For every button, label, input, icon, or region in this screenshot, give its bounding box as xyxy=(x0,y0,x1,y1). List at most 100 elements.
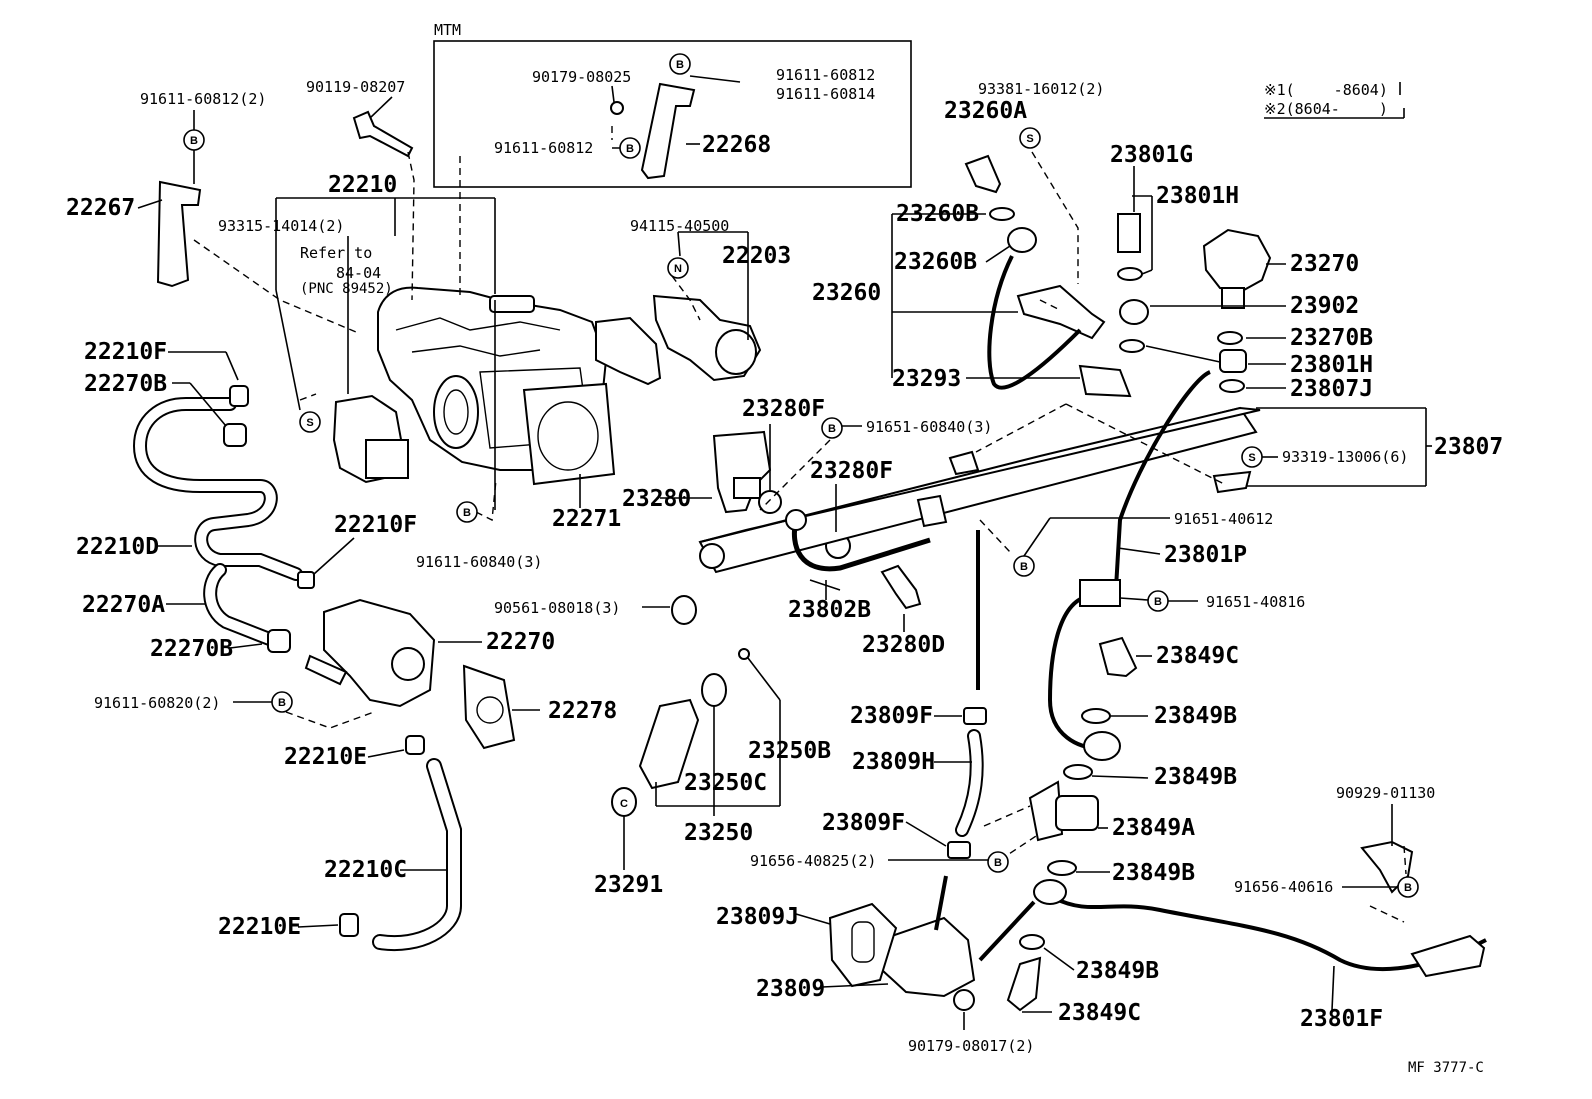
rail-bracket-3 xyxy=(1212,470,1252,494)
label-23809f-1: 23809F xyxy=(850,703,933,729)
marker-b-mtm-top: B xyxy=(669,53,691,75)
clamp-22210e-2 xyxy=(339,913,359,937)
label-22268: 22268 xyxy=(702,132,771,158)
label-23849b-1: 23849B xyxy=(1154,703,1237,729)
label-23260a: 23260A xyxy=(944,98,1027,124)
label-90179-08025: 90179-08025 xyxy=(532,68,631,86)
leader-lines xyxy=(137,75,1432,1030)
label-23280f-2: 23280F xyxy=(810,458,893,484)
gasket-23801h-top xyxy=(1117,267,1143,281)
delivery-pipe-23807-top xyxy=(699,406,1261,543)
union-23801f xyxy=(1033,879,1067,905)
marker-b-91656-40616: B xyxy=(1397,876,1419,898)
marker-b-label: B xyxy=(1154,596,1162,608)
label-23809j: 23809J xyxy=(716,904,799,930)
label-22271: 22271 xyxy=(552,506,621,532)
hose-23801f xyxy=(1053,896,1487,972)
marker-b-label: B xyxy=(1404,882,1412,894)
cold-start-injector-23260 xyxy=(1016,284,1106,340)
bracket-22268 xyxy=(640,82,696,180)
marker-b-91651-40816: B xyxy=(1147,590,1169,612)
marker-b-mtm-mid: B xyxy=(619,137,641,159)
label-23280d: 23280D xyxy=(862,632,945,658)
hose-22270a-inner xyxy=(205,565,277,645)
label-91651-40612: 91651-40612 xyxy=(1174,510,1273,528)
notes: MTM ※1( -8604) ※2(8604- ) Refer to 84-04… xyxy=(300,21,1484,1076)
label-23260b-1: 23260B xyxy=(896,201,979,227)
label-22210c: 22210C xyxy=(324,857,407,883)
label-23807j: 23807J xyxy=(1290,376,1373,402)
mtm-label: MTM xyxy=(434,21,461,39)
label-23849b-3: 23849B xyxy=(1112,860,1195,886)
label-22278: 22278 xyxy=(548,698,617,724)
label-91611-60820: 91611-60820(2) xyxy=(94,694,220,712)
clamp-23809f-1 xyxy=(963,707,987,725)
vsv-22203-cap xyxy=(715,329,757,375)
label-23902: 23902 xyxy=(1290,293,1359,319)
refer-pnc-text: (PNC 89452) xyxy=(300,281,393,297)
clamp-22270b-top xyxy=(223,423,247,447)
marker-b-label: B xyxy=(994,857,1002,869)
gasket-23270b xyxy=(1217,331,1243,345)
label-91611-60840: 91611-60840(3) xyxy=(416,553,542,571)
grommet-23250c xyxy=(701,673,727,707)
air-valve-22270-nipple xyxy=(304,654,348,686)
throttle-body-22210 xyxy=(377,286,662,471)
label-23260b-2: 23260B xyxy=(894,249,977,275)
label-23802b: 23802B xyxy=(788,597,871,623)
label-22270b-bot: 22270B xyxy=(150,636,233,662)
marker-n-label: N xyxy=(674,263,682,275)
label-91611-60812-2: 91611-60812(2) xyxy=(140,90,266,108)
nut-90179-08017 xyxy=(953,989,975,1011)
label-23801g: 23801G xyxy=(1110,142,1193,168)
label-23809: 23809 xyxy=(756,976,825,1002)
label-90119-08207: 90119-08207 xyxy=(306,78,405,96)
delivery-pipe-end xyxy=(699,543,725,569)
label-91651-60840: 91651-60840(3) xyxy=(866,418,992,436)
label-91656-40616: 91656-40616 xyxy=(1234,878,1333,896)
label-23849b-4: 23849B xyxy=(1076,958,1159,984)
marker-b-label: B xyxy=(676,59,684,71)
marker-s-label: S xyxy=(306,417,313,429)
union-23802b xyxy=(785,509,807,531)
pipe-23293 xyxy=(987,255,1082,390)
throttle-sensor-connector xyxy=(365,439,409,479)
pipe-23809-tube xyxy=(934,875,1036,962)
gasket-23849b-4 xyxy=(1019,934,1045,950)
label-23250: 23250 xyxy=(684,820,753,846)
label-23293: 23293 xyxy=(892,366,961,392)
label-93319-13006: 93319-13006(6) xyxy=(1282,448,1408,466)
marker-b-label: B xyxy=(626,143,634,155)
bolt-23260a xyxy=(964,154,1002,194)
bracket-22267 xyxy=(156,180,202,288)
gasket-22271-hole xyxy=(537,401,599,471)
gasket-23807j xyxy=(1219,379,1245,393)
label-23250c: 23250C xyxy=(684,770,767,796)
hose-22210d-inner xyxy=(134,399,301,579)
bolt-23849c-bot xyxy=(1006,956,1042,1012)
pipe-23801p xyxy=(1047,370,1211,750)
label-91611-60812-mtm-a: 91611-60812 xyxy=(776,66,875,84)
label-23809f-2: 23809F xyxy=(822,810,905,836)
label-23801h-top: 23801H xyxy=(1156,183,1239,209)
marker-c-23291: C xyxy=(620,798,628,810)
pipe-23801p-clip xyxy=(1079,579,1121,607)
marker-b-91656-40825: B xyxy=(987,851,1009,873)
rail-bracket-2 xyxy=(948,450,980,476)
part-labels: 91611-60812(2) 90119-08207 90179-08025 9… xyxy=(66,66,1503,1055)
label-23270: 23270 xyxy=(1290,251,1359,277)
marker-s-93315: S xyxy=(299,411,321,433)
marker-b-91651-40612: B xyxy=(1013,555,1035,577)
bolt-23280d xyxy=(880,564,922,610)
label-23250b: 23250B xyxy=(748,738,831,764)
label-90929-01130: 90929-01130 xyxy=(1336,784,1435,802)
union-23849a xyxy=(1055,795,1099,831)
marker-b-91611-60812: B xyxy=(183,129,205,151)
marker-s-label: S xyxy=(1248,452,1255,464)
label-22210e-1: 22210E xyxy=(284,744,367,770)
label-22270: 22270 xyxy=(486,629,555,655)
dashed-lines xyxy=(193,126,1407,923)
marker-c-label: C xyxy=(620,798,628,810)
label-22210f-mid: 22210F xyxy=(334,512,417,538)
